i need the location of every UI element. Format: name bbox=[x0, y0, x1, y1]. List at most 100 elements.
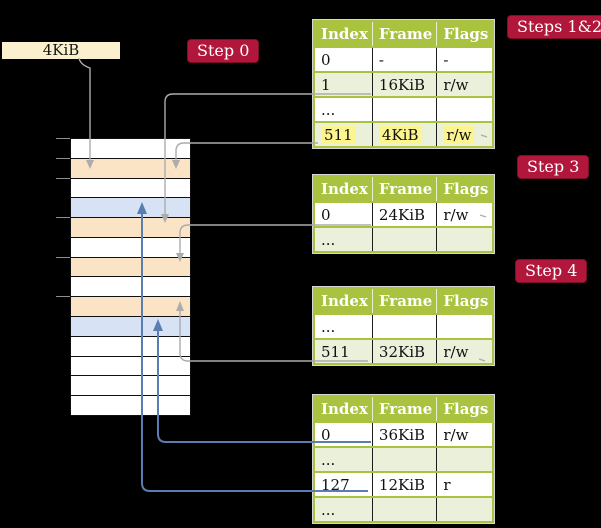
table-cell: 0 bbox=[321, 205, 331, 224]
memory-row-orange bbox=[71, 256, 190, 277]
table-cell: ... bbox=[314, 497, 373, 522]
frame-size-label: 4KiB bbox=[2, 42, 120, 59]
table-cell: 127 bbox=[321, 475, 350, 494]
table-cell bbox=[371, 227, 437, 252]
table-cell: ... bbox=[321, 100, 336, 119]
memory-row-white bbox=[71, 335, 190, 356]
column-header: Frame bbox=[371, 396, 437, 422]
table-row: 0 -- bbox=[314, 47, 494, 72]
table-cell: 16KiB bbox=[371, 72, 437, 97]
table-cell: 511 bbox=[314, 122, 373, 147]
column-header: Flags bbox=[436, 176, 494, 202]
table-cell: 1 bbox=[314, 72, 373, 97]
table-cell: ... bbox=[314, 447, 373, 472]
memory-row-white bbox=[71, 395, 190, 415]
highlighted-value: 4KiB bbox=[378, 125, 422, 144]
table-row: ... bbox=[314, 314, 494, 339]
badge-step-4: Step 4 bbox=[515, 259, 588, 283]
memory-row-white bbox=[71, 177, 190, 198]
memory-row-orange bbox=[71, 157, 190, 178]
table-cell: 32KiB bbox=[371, 339, 437, 364]
table-cell: 0 bbox=[321, 425, 331, 444]
table-row: ... bbox=[314, 447, 494, 472]
table-cell: r/w bbox=[436, 72, 494, 97]
memory-row-orange bbox=[71, 217, 190, 237]
memory-row-white bbox=[71, 276, 190, 297]
column-header: Frame bbox=[371, 288, 437, 314]
table-cell: r/w bbox=[436, 122, 494, 147]
table-row: 511 4KiB r/w bbox=[314, 122, 494, 147]
table-cell: 511 bbox=[314, 339, 373, 364]
memory-row-white bbox=[71, 355, 190, 376]
table-cell: - bbox=[436, 47, 494, 72]
table-cell: ... bbox=[314, 227, 373, 252]
table-cell bbox=[436, 314, 494, 339]
table-cell bbox=[436, 497, 494, 522]
table-cell: 4KiB bbox=[371, 122, 437, 147]
address-tick bbox=[56, 257, 70, 258]
memory-column bbox=[70, 138, 191, 416]
table-cell: 0 bbox=[321, 50, 331, 69]
table-row: ... bbox=[314, 497, 494, 522]
table-cell bbox=[436, 447, 494, 472]
address-tick bbox=[56, 158, 70, 159]
highlighted-value: r/w bbox=[443, 125, 475, 144]
table-cell: - bbox=[371, 47, 437, 72]
badge-step-0: Step 0 bbox=[187, 39, 260, 63]
column-header: Frame bbox=[371, 176, 437, 202]
table-cell: r/w bbox=[436, 202, 494, 227]
table-cell bbox=[436, 97, 494, 122]
table-cell bbox=[371, 447, 437, 472]
column-header: Index bbox=[314, 176, 373, 202]
memory-row-white bbox=[71, 375, 190, 396]
table-cell: 12KiB bbox=[371, 472, 437, 497]
table-cell: 24KiB bbox=[371, 202, 437, 227]
table-cell bbox=[371, 314, 437, 339]
memory-row-blue bbox=[71, 197, 190, 218]
table-cell: ... bbox=[321, 317, 336, 336]
address-tick bbox=[56, 296, 70, 297]
table-cell: r/w bbox=[436, 339, 494, 364]
table-cell bbox=[371, 497, 437, 522]
memory-row-orange bbox=[71, 296, 190, 317]
table-cell: r bbox=[436, 472, 494, 497]
address-tick bbox=[56, 217, 70, 218]
memory-row-white bbox=[71, 236, 190, 257]
address-tick bbox=[56, 178, 70, 179]
badge-step-3: Step 3 bbox=[517, 155, 590, 179]
column-header: Index bbox=[314, 21, 373, 47]
column-header: Flags bbox=[436, 396, 494, 422]
memory-row-blue bbox=[71, 316, 190, 336]
table-row: ... bbox=[314, 227, 494, 252]
table-cell bbox=[436, 227, 494, 252]
table-row: ... bbox=[314, 97, 494, 122]
table-cell: r/w bbox=[436, 422, 494, 447]
column-header: Index bbox=[314, 396, 373, 422]
memory-row-white bbox=[71, 139, 190, 158]
column-header: Flags bbox=[436, 21, 494, 47]
column-header: Index bbox=[314, 288, 373, 314]
table-cell bbox=[371, 97, 437, 122]
badge-steps-1-2: Steps 1&2 bbox=[507, 15, 601, 39]
highlighted-value: 511 bbox=[321, 125, 356, 144]
column-header: Flags bbox=[436, 288, 494, 314]
table-cell: 36KiB bbox=[371, 422, 437, 447]
address-tick bbox=[56, 138, 70, 139]
